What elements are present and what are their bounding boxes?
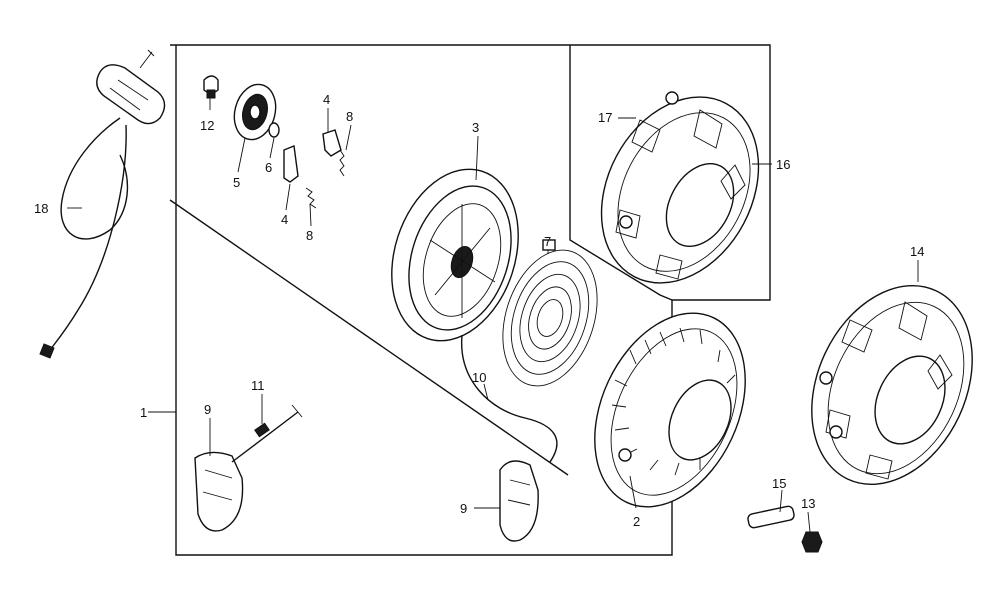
friction-spring — [268, 122, 280, 138]
label-part-10: 10 — [472, 370, 486, 385]
leader-lines — [67, 98, 919, 533]
label-part-9-center: 9 — [460, 501, 467, 516]
ratchet-lower — [283, 145, 299, 183]
label-part-16: 16 — [776, 157, 790, 172]
label-part-15: 15 — [772, 476, 786, 491]
label-part-11: 11 — [251, 378, 265, 393]
starter-cover-lower — [594, 312, 746, 508]
assembly-frame — [169, 44, 771, 556]
label-part-13: 13 — [801, 496, 815, 511]
label-part-17: 17 — [598, 110, 612, 125]
label-part-9-left: 9 — [204, 402, 211, 417]
label-part-4-upper: 4 — [323, 92, 330, 107]
ratchet-upper — [322, 129, 342, 157]
ratchet-spring-lower — [305, 187, 317, 209]
recoil-spring — [502, 239, 598, 387]
starter-rope — [461, 334, 558, 463]
ratchet-spring-upper — [339, 149, 345, 177]
label-part-3: 3 — [472, 120, 479, 135]
starter-grip — [96, 49, 166, 125]
starter-cover-right — [811, 284, 973, 486]
handle-rod — [231, 404, 303, 463]
collar — [747, 505, 795, 529]
label-part-8-lower: 8 — [306, 228, 313, 243]
label-part-7: 7 — [544, 234, 551, 249]
starter-handle-left — [194, 451, 244, 532]
starter-cover-upper — [600, 91, 760, 284]
recoil-reel — [391, 168, 519, 342]
label-part-1: 1 — [140, 405, 147, 420]
label-part-2: 2 — [633, 514, 640, 529]
part-labels: 1 18 12 5 6 4 8 4 8 3 7 10 11 9 9 2 13 1… — [34, 92, 924, 529]
label-part-14: 14 — [910, 244, 924, 259]
friction-plate — [233, 83, 277, 141]
label-part-8-upper: 8 — [346, 109, 353, 124]
label-part-12: 12 — [200, 118, 214, 133]
label-part-18: 18 — [34, 201, 48, 216]
flange-bolt — [801, 531, 823, 553]
label-part-4-lower: 4 — [281, 212, 288, 227]
label-part-6: 6 — [265, 160, 272, 175]
starter-handle-center — [499, 460, 539, 542]
starter-cable — [39, 117, 129, 359]
label-part-5: 5 — [233, 175, 240, 190]
setting-bolt — [203, 75, 219, 99]
